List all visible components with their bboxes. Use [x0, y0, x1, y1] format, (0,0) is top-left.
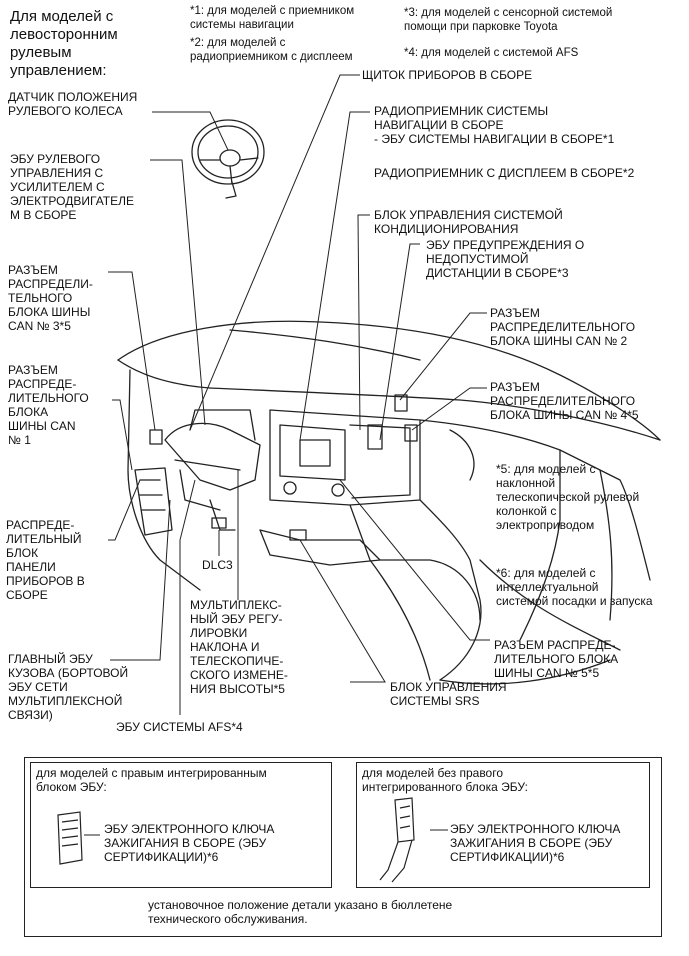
label-tilt-tele-ecu: МУЛЬТИПЛЕКС- НЫЙ ЭБУ РЕГУ- ЛИРОВКИ НАКЛО… — [190, 598, 288, 696]
label-eps-ecu: ЭБУ РУЛЕВОГО УПРАВЛЕНИЯ С УСИЛИТЕЛЕМ С Э… — [10, 152, 134, 222]
label-can3: РАЗЪЕМ РАСПРЕДЕЛИ- ТЕЛЬНОГО БЛОКА ШИНЫ C… — [8, 263, 93, 333]
note-4: *4: для моделей с системой AFS — [404, 47, 579, 59]
bottom-footer: установочное положение детали указано в … — [148, 898, 453, 926]
label-ac-control: БЛОК УПРАВЛЕНИЯ СИСТЕМОЙ КОНДИЦИОНИРОВАН… — [374, 208, 563, 236]
label-note6: *6: для моделей с интеллектуальной систе… — [496, 566, 653, 608]
label-nav-receiver: РАДИОПРИЕМНИК СИСТЕМЫ НАВИГАЦИИ В СБОРЕ … — [374, 104, 615, 146]
label-note5: *5: для моделей с наклонной телескопичес… — [496, 462, 640, 532]
steering-wheel-icon — [191, 119, 265, 199]
bottom-panel — [24, 757, 662, 937]
note-1: *1: для моделей с приемником системы нав… — [190, 5, 355, 31]
bottom-left-title: для моделей с правым интегрированным бло… — [36, 766, 267, 794]
label-dlc3: DLC3 — [202, 558, 233, 572]
bottom-left-label: ЭБУ ЭЛЕКТРОННОГО КЛЮЧА ЗАЖИГАНИЯ В СБОРЕ… — [104, 822, 275, 864]
bottom-right-title: для моделей без правого интегрированного… — [362, 766, 529, 794]
label-main-body-ecu: ГЛАВНЫЙ ЭБУ КУЗОВА (БОРТОВОЙ ЭБУ СЕТИ МУ… — [8, 652, 129, 722]
smart-key-ecu-icon-left — [57, 811, 83, 865]
bottom-right-label: ЭБУ ЭЛЕКТРОННОГО КЛЮЧА ЗАЖИГАНИЯ В СБОРЕ… — [450, 822, 621, 864]
label-radio-display: РАДИОПРИЕМНИК С ДИСПЛЕЕМ В СБОРЕ*2 — [374, 166, 635, 180]
page-title: Для моделей с левосторонним рулевым упра… — [10, 8, 118, 79]
label-clearance-ecu: ЭБУ ПРЕДУПРЕЖДЕНИЯ О НЕДОПУСТИМОЙ ДИСТАН… — [426, 238, 585, 280]
bottom-left-box — [30, 762, 332, 888]
label-afs-ecu: ЭБУ СИСТЕМЫ AFS*4 — [116, 720, 243, 734]
dashboard-outline — [117, 320, 661, 441]
label-can1: РАЗЪЕМ РАСПРЕДЕ- ЛИТЕЛЬНОГО БЛОКА ШИНЫ C… — [8, 363, 89, 447]
label-steering-sensor: ДАТЧИК ПОЛОЖЕНИЯ РУЛЕВОГО КОЛЕСА — [8, 90, 138, 118]
label-combination-meter: ЩИТОК ПРИБОРОВ В СБОРЕ — [362, 68, 533, 82]
note-2: *2: для моделей с радиоприемником с дисп… — [190, 37, 353, 63]
smart-key-ecu-icon-right — [379, 797, 415, 883]
bottom-right-box — [356, 762, 650, 888]
label-can2: РАЗЪЕМ РАСПРЕДЕЛИТЕЛЬНОГО БЛОКА ШИНЫ CAN… — [490, 306, 636, 348]
label-instrument-junction: РАСПРЕДЕ- ЛИТЕЛЬНЫЙ БЛОК ПАНЕЛИ ПРИБОРОВ… — [6, 518, 85, 602]
label-can5: РАЗЪЕМ РАСПРЕДЕ- ЛИТЕЛЬНОГО БЛОКА ШИНЫ C… — [494, 638, 619, 680]
label-srs: БЛОК УПРАВЛЕНИЯ СИСТЕМЫ SRS — [390, 680, 507, 708]
label-can4: РАЗЪЕМ РАСПРЕДЕЛИТЕЛЬНОГО БЛОКА ШИНЫ CAN… — [490, 380, 639, 422]
note-3: *3: для моделей с сенсорной системой пом… — [404, 7, 613, 33]
